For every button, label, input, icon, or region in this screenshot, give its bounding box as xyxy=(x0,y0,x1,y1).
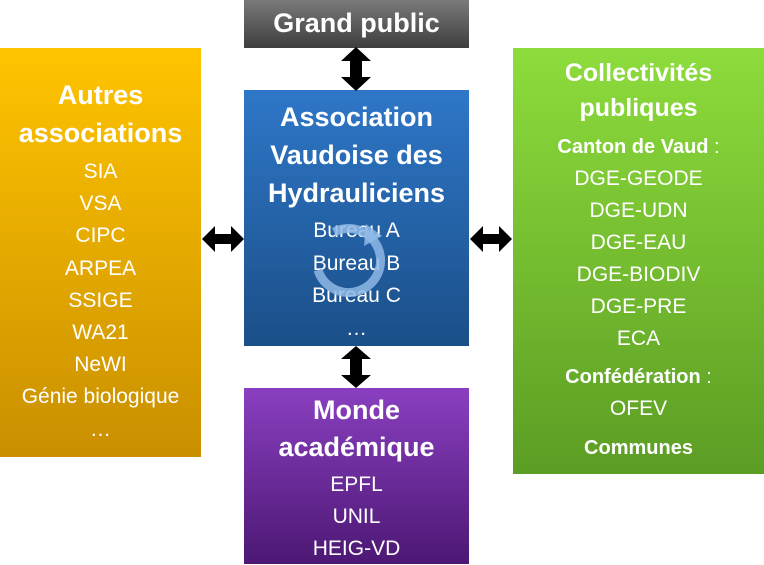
confederation-list: OFEV xyxy=(513,393,764,425)
grand-public-box: Grand public xyxy=(244,0,469,48)
vertical-double-arrow-top xyxy=(341,47,371,91)
list-item: DGE-EAU xyxy=(590,231,687,254)
list-item: DGE-GEODE xyxy=(574,167,703,190)
canton-list: DGE-GEODE DGE-UDN DGE-EAU DGE-BIODIV DGE… xyxy=(513,163,764,355)
association-title: Association Vaudoise des Hydrauliciens xyxy=(267,102,446,208)
confederation-label: Confédération : xyxy=(565,366,712,388)
list-item: ARPEA xyxy=(64,256,137,280)
collectivites-box: Collectivités publiques Canton de Vaud :… xyxy=(513,48,764,474)
list-item: DGE-PRE xyxy=(590,295,687,318)
list-item: ECA xyxy=(616,327,661,350)
list-item: … xyxy=(346,316,367,340)
list-item: UNIL xyxy=(332,505,381,528)
association-box: Association Vaudoise des Hydrauliciens B… xyxy=(244,90,469,346)
communes-label: Communes xyxy=(584,437,693,459)
horizontal-double-arrow-left xyxy=(202,226,244,252)
list-item: Génie biologique xyxy=(21,385,180,409)
list-item: DGE-BIODIV xyxy=(576,263,701,286)
collectivites-title: Collectivités publiques xyxy=(564,59,713,122)
list-item: HEIG-VD xyxy=(312,537,401,560)
autres-associations-box: Autres associations SIA VSA CIPC ARPEA S… xyxy=(0,48,201,457)
list-item: … xyxy=(90,417,111,441)
monde-academique-title: Monde académique xyxy=(278,395,435,462)
canton-label: Canton de Vaud : xyxy=(557,136,720,158)
list-item: NeWI xyxy=(74,353,127,377)
list-item: SSIGE xyxy=(68,288,133,312)
list-item: CIPC xyxy=(75,224,126,248)
list-item: DGE-UDN xyxy=(589,199,688,222)
autres-associations-list: SIA VSA CIPC ARPEA SSIGE WA21 NeWI Génie… xyxy=(0,156,201,446)
list-item: WA21 xyxy=(72,321,129,345)
horizontal-double-arrow-right xyxy=(470,226,512,252)
grand-public-title: Grand public xyxy=(273,8,440,38)
cycle-arrow-icon xyxy=(313,224,386,297)
list-item: OFEV xyxy=(609,397,668,420)
list-item: SIA xyxy=(83,160,118,183)
monde-academique-box: Monde académique EPFL UNIL HEIG-VD xyxy=(244,388,469,564)
vertical-double-arrow-bottom xyxy=(341,346,371,388)
monde-academique-list: EPFL UNIL HEIG-VD xyxy=(244,469,469,565)
list-item: EPFL xyxy=(330,473,383,496)
autres-associations-title: Autres associations xyxy=(18,80,183,148)
list-item: VSA xyxy=(79,192,122,216)
